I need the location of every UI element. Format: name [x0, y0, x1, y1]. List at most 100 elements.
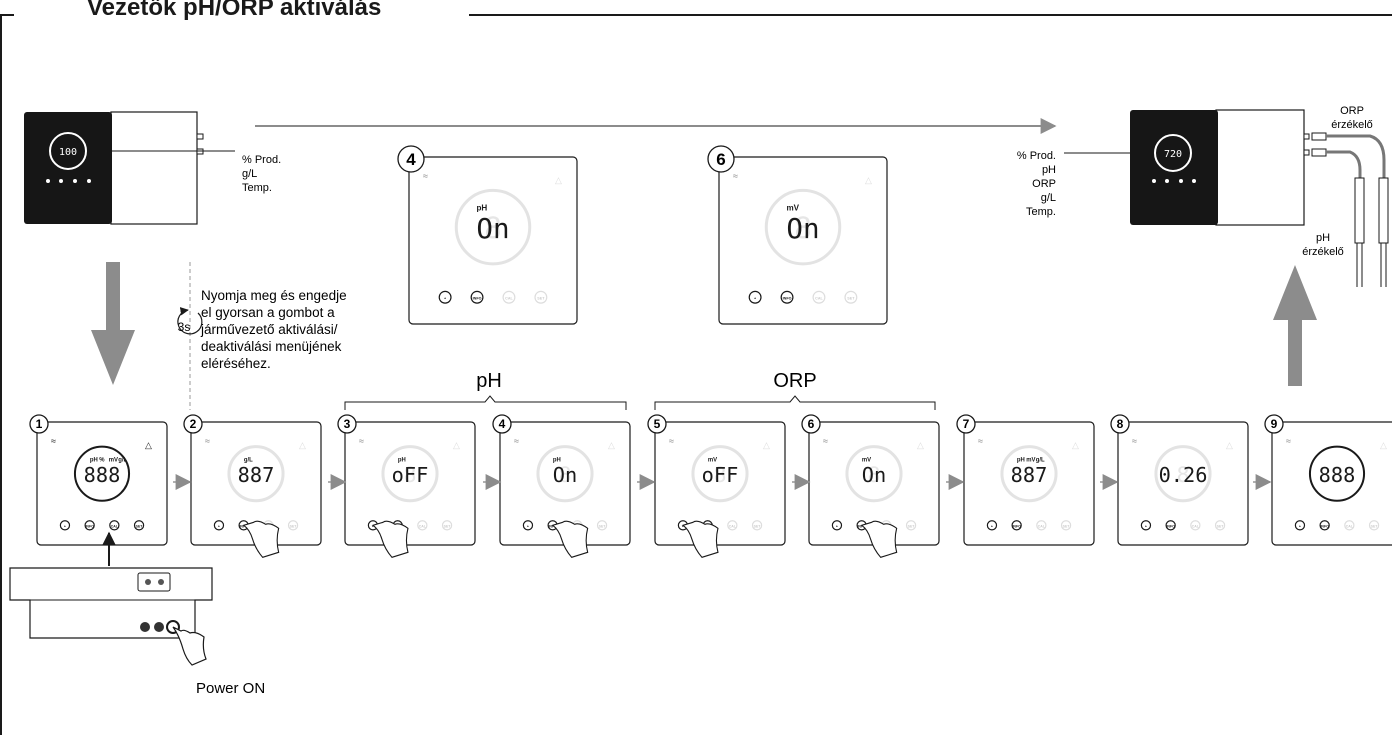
hand-icon	[371, 520, 409, 558]
panel-button-+[interactable]: +	[748, 290, 762, 304]
svg-text:8: 8	[484, 211, 502, 245]
panel-button-+[interactable]: +	[213, 520, 225, 531]
svg-text:SET: SET	[444, 524, 452, 528]
svg-text:8: 8	[1176, 463, 1189, 488]
panel-button-cal[interactable]: CAL	[417, 520, 428, 531]
orp-group-label: ORP	[773, 370, 816, 392]
panel-button-cal[interactable]: CAL	[812, 290, 826, 304]
hand-icon	[681, 520, 719, 558]
step-badge	[337, 414, 357, 434]
warning-icon: △	[763, 440, 770, 450]
right-controller-device: 720	[1064, 109, 1389, 287]
panel-button-cal[interactable]: CAL	[1344, 520, 1355, 531]
svg-text:CAL: CAL	[815, 296, 823, 300]
wifi-icon: ≈	[205, 436, 210, 446]
panel-button-set[interactable]: SET	[1060, 520, 1072, 531]
step-number: 2	[190, 417, 197, 431]
panel-button-set[interactable]: SET	[441, 520, 453, 531]
left-label-prod: % Prod.	[242, 154, 281, 166]
step-number: 6	[716, 150, 725, 169]
wifi-icon: ≈	[1132, 436, 1137, 446]
step-badge	[647, 414, 667, 434]
panel-button-info[interactable]: INFO	[1319, 520, 1330, 531]
panel-button-+[interactable]: +	[438, 290, 452, 304]
panel-button-set[interactable]: SET	[844, 290, 858, 304]
unit-label: %	[99, 457, 105, 463]
right-label-prod: % Prod.	[1017, 150, 1056, 162]
hand-icon	[172, 626, 207, 666]
panel-button-+[interactable]: +	[1140, 520, 1152, 531]
panel-button-set[interactable]: SET	[133, 520, 145, 531]
panel-button-cal[interactable]: CAL	[109, 520, 120, 531]
svg-text:INFO: INFO	[783, 296, 792, 300]
step-badge	[956, 414, 976, 434]
svg-text:+: +	[372, 524, 374, 528]
panel-button-cal[interactable]: CAL	[1036, 520, 1047, 531]
panel-button-info[interactable]: INFO	[780, 290, 794, 304]
left-label-gl: g/L	[242, 168, 257, 180]
step-number: 5	[654, 417, 661, 431]
display-value: 888	[1319, 463, 1356, 487]
wifi-icon: ≈	[359, 436, 364, 446]
step-badge	[801, 414, 821, 434]
step-badge	[707, 145, 735, 173]
panel-button-set[interactable]: SET	[287, 520, 299, 531]
svg-text:INFO: INFO	[857, 524, 866, 528]
svg-text:SET: SET	[1371, 524, 1379, 528]
panel-button-info[interactable]: INFO	[1011, 520, 1022, 531]
panel-button-+[interactable]: +	[59, 520, 71, 531]
panel-button-set[interactable]: SET	[905, 520, 917, 531]
svg-text:+: +	[754, 296, 756, 300]
step-badge	[397, 145, 425, 173]
step-number: 3	[344, 417, 351, 431]
panel-button-cal[interactable]: CAL	[502, 290, 516, 304]
panel-button-set[interactable]: SET	[1214, 520, 1226, 531]
frame-left	[0, 14, 2, 735]
step-badge	[29, 414, 49, 434]
step-number: 1	[36, 417, 43, 431]
svg-text:SET: SET	[908, 524, 916, 528]
panel-button-+[interactable]: +	[831, 520, 843, 531]
orp-sensor-label-1: ORP	[1340, 105, 1364, 117]
step-badge	[1110, 414, 1130, 434]
hand-icon	[242, 520, 280, 558]
svg-text:8: 8	[403, 463, 416, 488]
panel-button-info[interactable]: INFO	[470, 290, 484, 304]
svg-text:8: 8	[95, 463, 108, 488]
warning-icon: △	[299, 440, 306, 450]
power-box	[9, 567, 213, 666]
display-value: 0.26	[1159, 463, 1208, 487]
panel-button-+[interactable]: +	[522, 520, 534, 531]
panel-button-info[interactable]: INFO	[84, 520, 95, 531]
panel-button-info[interactable]: INFO	[1165, 520, 1176, 531]
svg-text:+: +	[682, 524, 684, 528]
panel-button-set[interactable]: SET	[596, 520, 608, 531]
step-number: 4	[406, 150, 416, 169]
svg-text:INFO: INFO	[239, 524, 248, 528]
panel-button-cal[interactable]: CAL	[1190, 520, 1201, 531]
wifi-icon: ≈	[514, 436, 519, 446]
svg-text:+: +	[991, 524, 993, 528]
panel-button-set[interactable]: SET	[1368, 520, 1380, 531]
step-number: 9	[1271, 417, 1278, 431]
unit-label: pH	[90, 457, 98, 463]
frame-top-left	[0, 14, 14, 16]
warning-icon: △	[1072, 440, 1079, 450]
wifi-icon: ≈	[669, 436, 674, 446]
right-label-ph: pH	[1042, 164, 1056, 176]
orp-sensor-label-2: érzékelő	[1331, 119, 1373, 131]
svg-text:CAL: CAL	[1038, 524, 1046, 528]
panel-button-cal[interactable]: CAL	[727, 520, 738, 531]
step-number: 7	[963, 417, 970, 431]
panel-button-+[interactable]: +	[986, 520, 998, 531]
ph-sensor-label-1: pH	[1316, 232, 1330, 244]
panel-button-set[interactable]: SET	[534, 290, 548, 304]
panel-button-+[interactable]: +	[1294, 520, 1306, 531]
warning-icon: △	[1226, 440, 1233, 450]
wifi-icon: ≈	[823, 436, 828, 446]
panel-button-set[interactable]: SET	[751, 520, 763, 531]
warning-icon: △	[453, 440, 460, 450]
down-arrow	[91, 262, 135, 385]
